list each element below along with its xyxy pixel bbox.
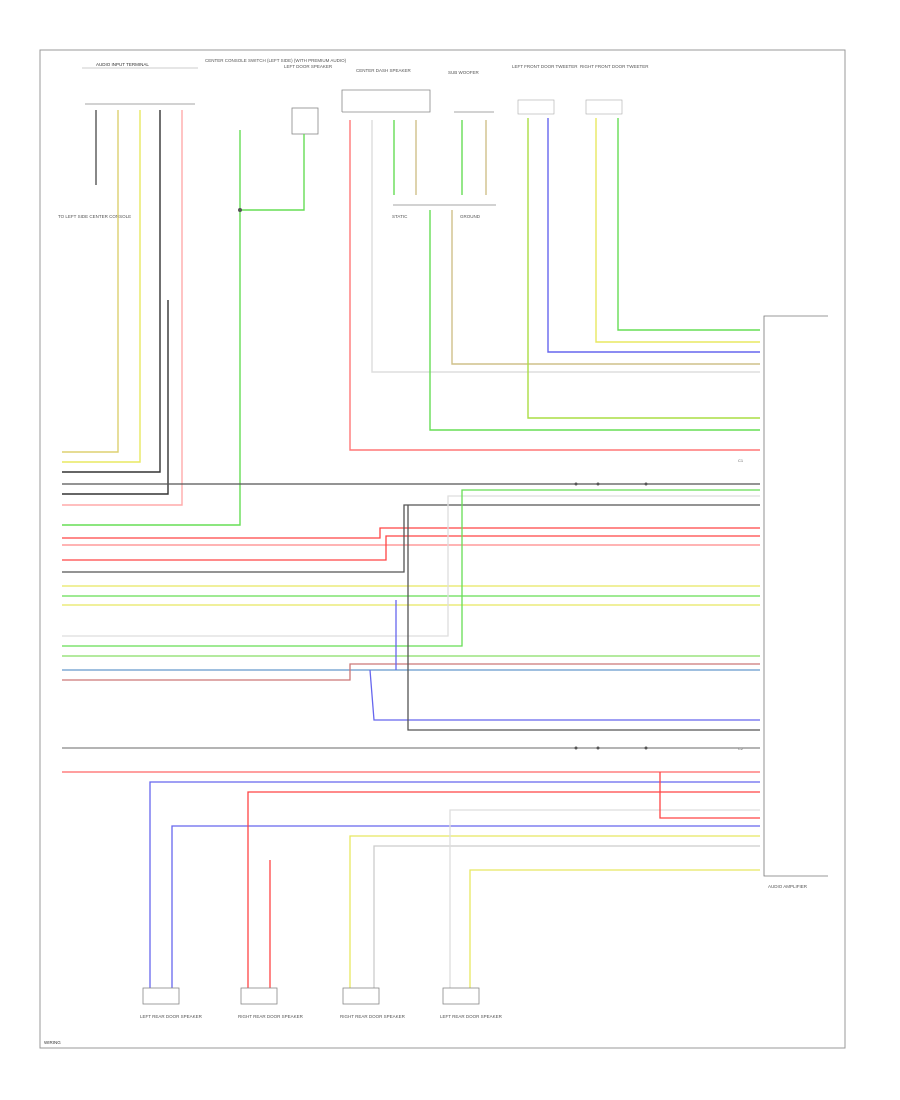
label-center-console-switch: CENTER CONSOLE SWITCH (LEFT SIDE) (WITH … [205,58,347,63]
label-left-note: TO LEFT SIDE CENTER CONSOLE [58,214,131,219]
speaker-right-rear-2: RIGHT REAR DOOR SPEAKER [340,987,406,1019]
label-subwoofer: SUB WOOFER [448,70,480,75]
amplifier-outline [763,315,828,877]
svg-text:RIGHT REAR DOOR SPEAKER: RIGHT REAR DOOR SPEAKER [340,1014,406,1019]
horizontal-wires [62,483,760,773]
label-right-front-tweeter: RIGHT FRONT DOOR TWEETER [580,64,649,69]
label-connector-c1: C1 [738,458,744,463]
speaker-wires [149,772,760,1000]
label-ground: GROUND [460,214,481,219]
speaker-right-rear: RIGHT REAR DOOR SPEAKER [238,987,304,1019]
diagram-frame [39,49,846,1049]
label-center-dash-speaker: CENTER DASH SPEAKER [356,68,412,73]
header-audio-input-terminal: AUDIO INPUT TERMINAL [96,62,149,67]
label-left-door-speaker: LEFT DOOR SPEAKER [284,64,333,69]
svg-text:LEFT REAR DOOR SPEAKER: LEFT REAR DOOR SPEAKER [440,1014,503,1019]
footer-label: WIRING [44,1040,61,1045]
svg-text:RIGHT REAR DOOR SPEAKER: RIGHT REAR DOOR SPEAKER [238,1014,304,1019]
label-static: STATIC [392,214,408,219]
label-audio-amplifier: AUDIO AMPLIFIER [768,884,808,889]
top-vertical-wires [62,110,760,526]
speaker-left-rear-2: LEFT REAR DOOR SPEAKER [440,987,503,1019]
label-left-front-tweeter: LEFT FRONT DOOR TWEETER [512,64,578,69]
splice-points [238,208,648,750]
speaker-left-rear: LEFT REAR DOOR SPEAKER [140,987,203,1019]
svg-text:LEFT REAR DOOR SPEAKER: LEFT REAR DOOR SPEAKER [140,1014,203,1019]
